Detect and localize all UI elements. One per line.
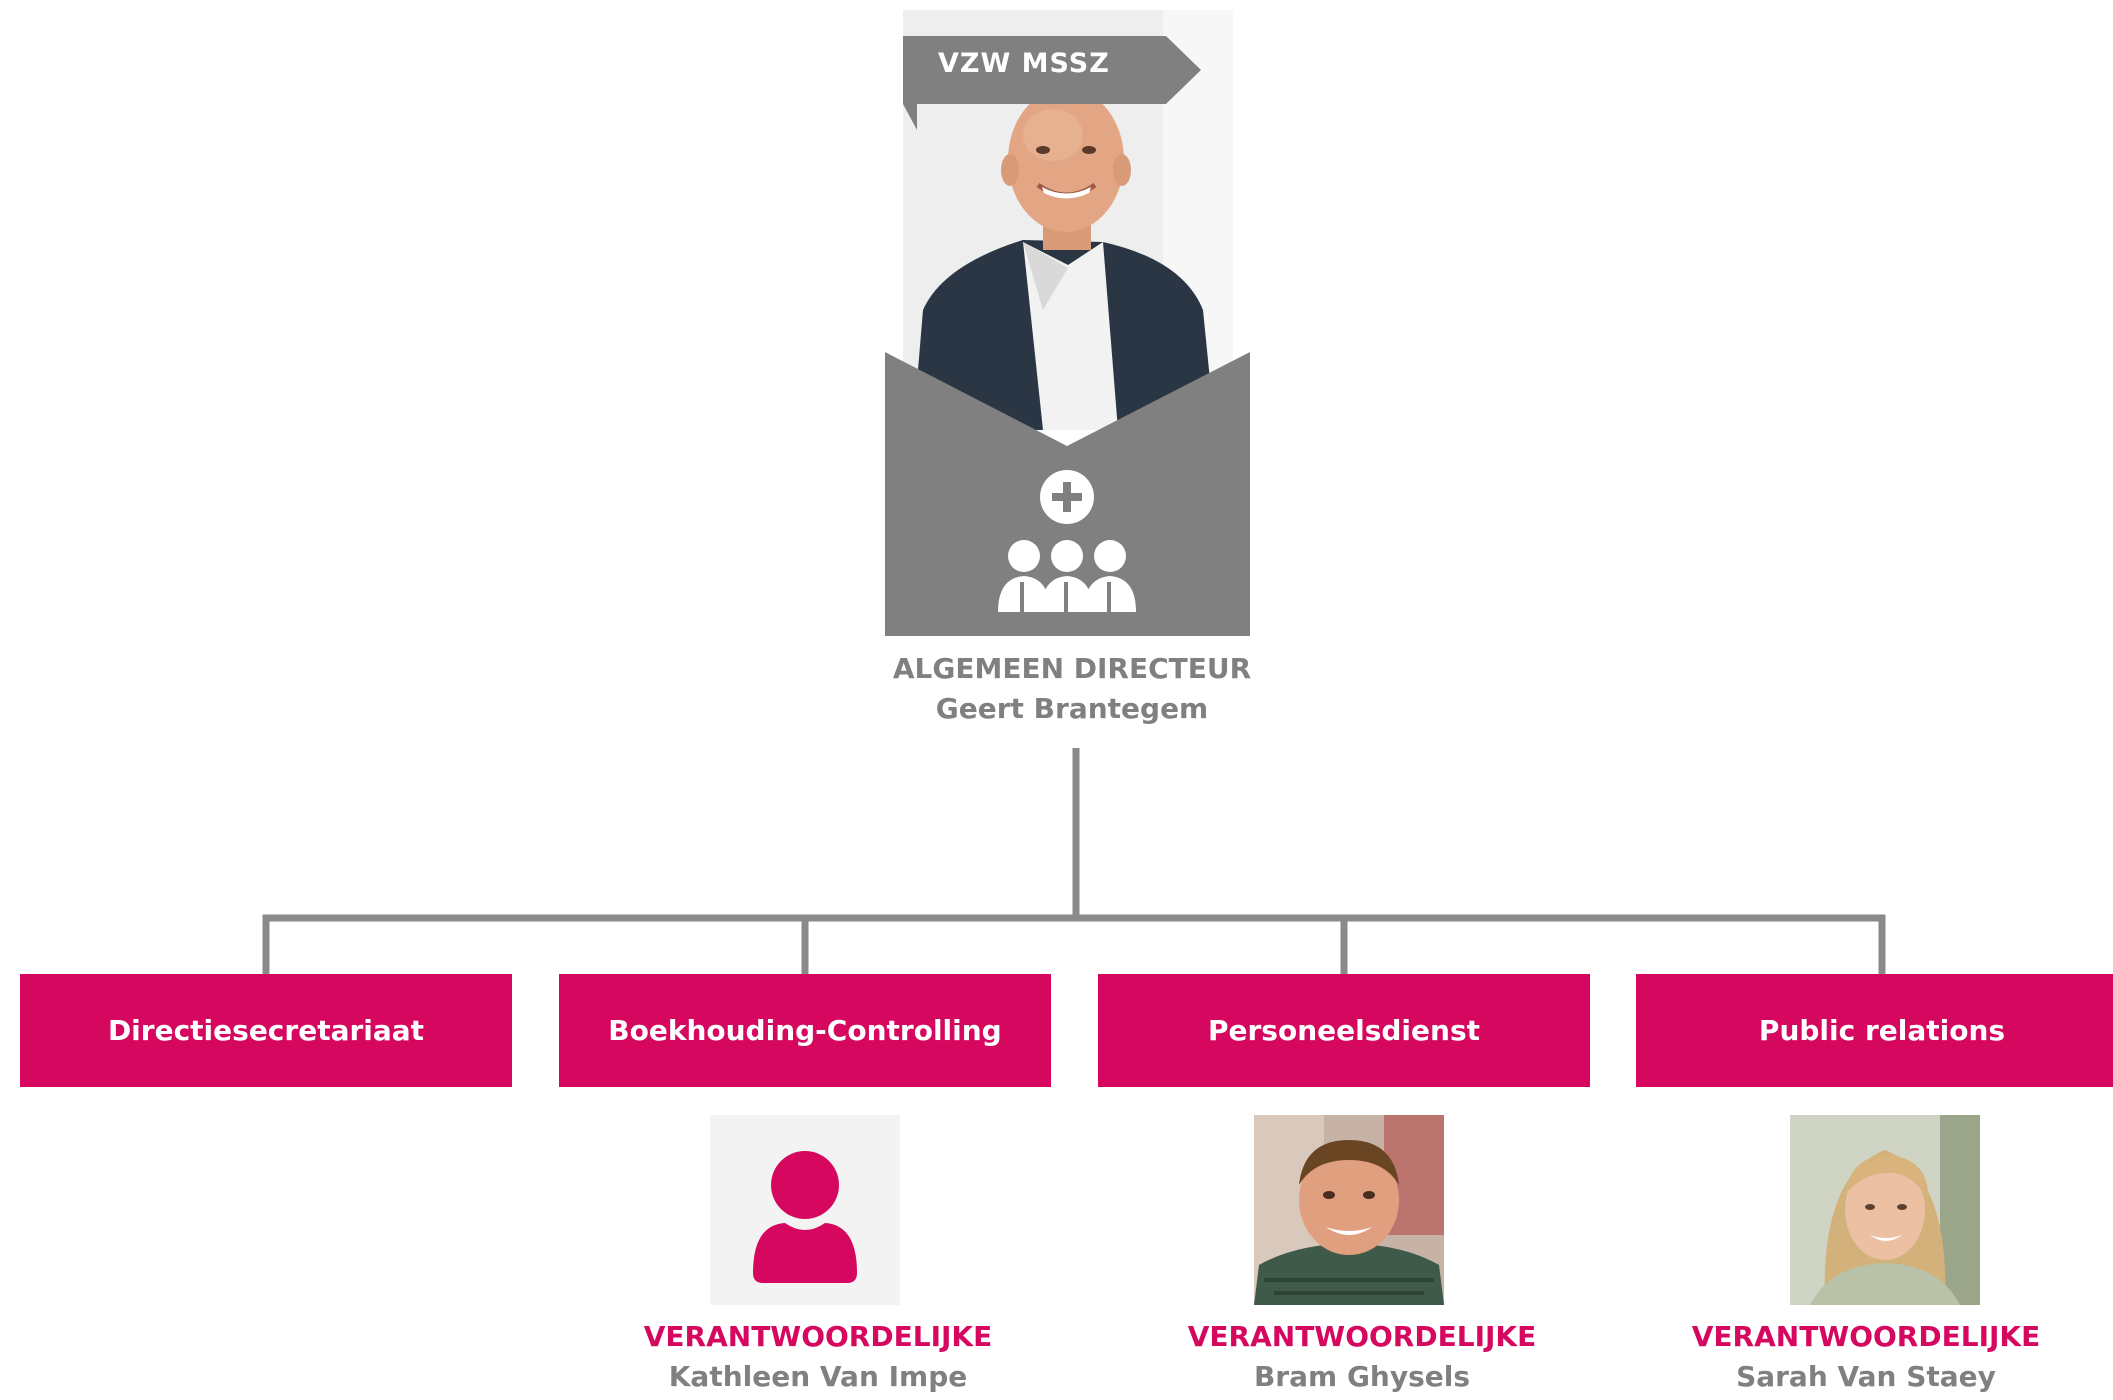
director-name: Geert Brantegem	[935, 692, 1209, 725]
responsible-role-kathleen: VERANTWOORDELIJKE	[643, 1320, 993, 1353]
department-directiesecretariaat: Directiesecretariaat	[20, 974, 512, 1087]
responsible-role-bram: VERANTWOORDELIJKE	[1187, 1320, 1537, 1353]
team-management-icon	[998, 470, 1136, 612]
responsible-name-sarah: Sarah Van Staey	[1736, 1360, 1996, 1393]
responsible-photo-sarah	[1790, 1115, 1980, 1305]
department-public-relations: Public relations	[1636, 974, 2113, 1087]
department-personeelsdienst: Personeelsdienst	[1098, 974, 1590, 1087]
department-boekhouding-controlling: Boekhouding-Controlling	[559, 974, 1051, 1087]
responsible-name-bram: Bram Ghysels	[1253, 1360, 1471, 1393]
responsible-name-kathleen: Kathleen Van Impe	[668, 1360, 968, 1393]
director-role: ALGEMEEN DIRECTEUR	[892, 652, 1252, 685]
person-placeholder-icon	[710, 1115, 900, 1305]
organization-banner-label: VZW MSSZ	[938, 48, 1110, 79]
responsible-role-sarah: VERANTWOORDELIJKE	[1691, 1320, 2041, 1353]
responsible-photo-bram	[1254, 1115, 1444, 1305]
organization-banner	[903, 36, 1201, 130]
